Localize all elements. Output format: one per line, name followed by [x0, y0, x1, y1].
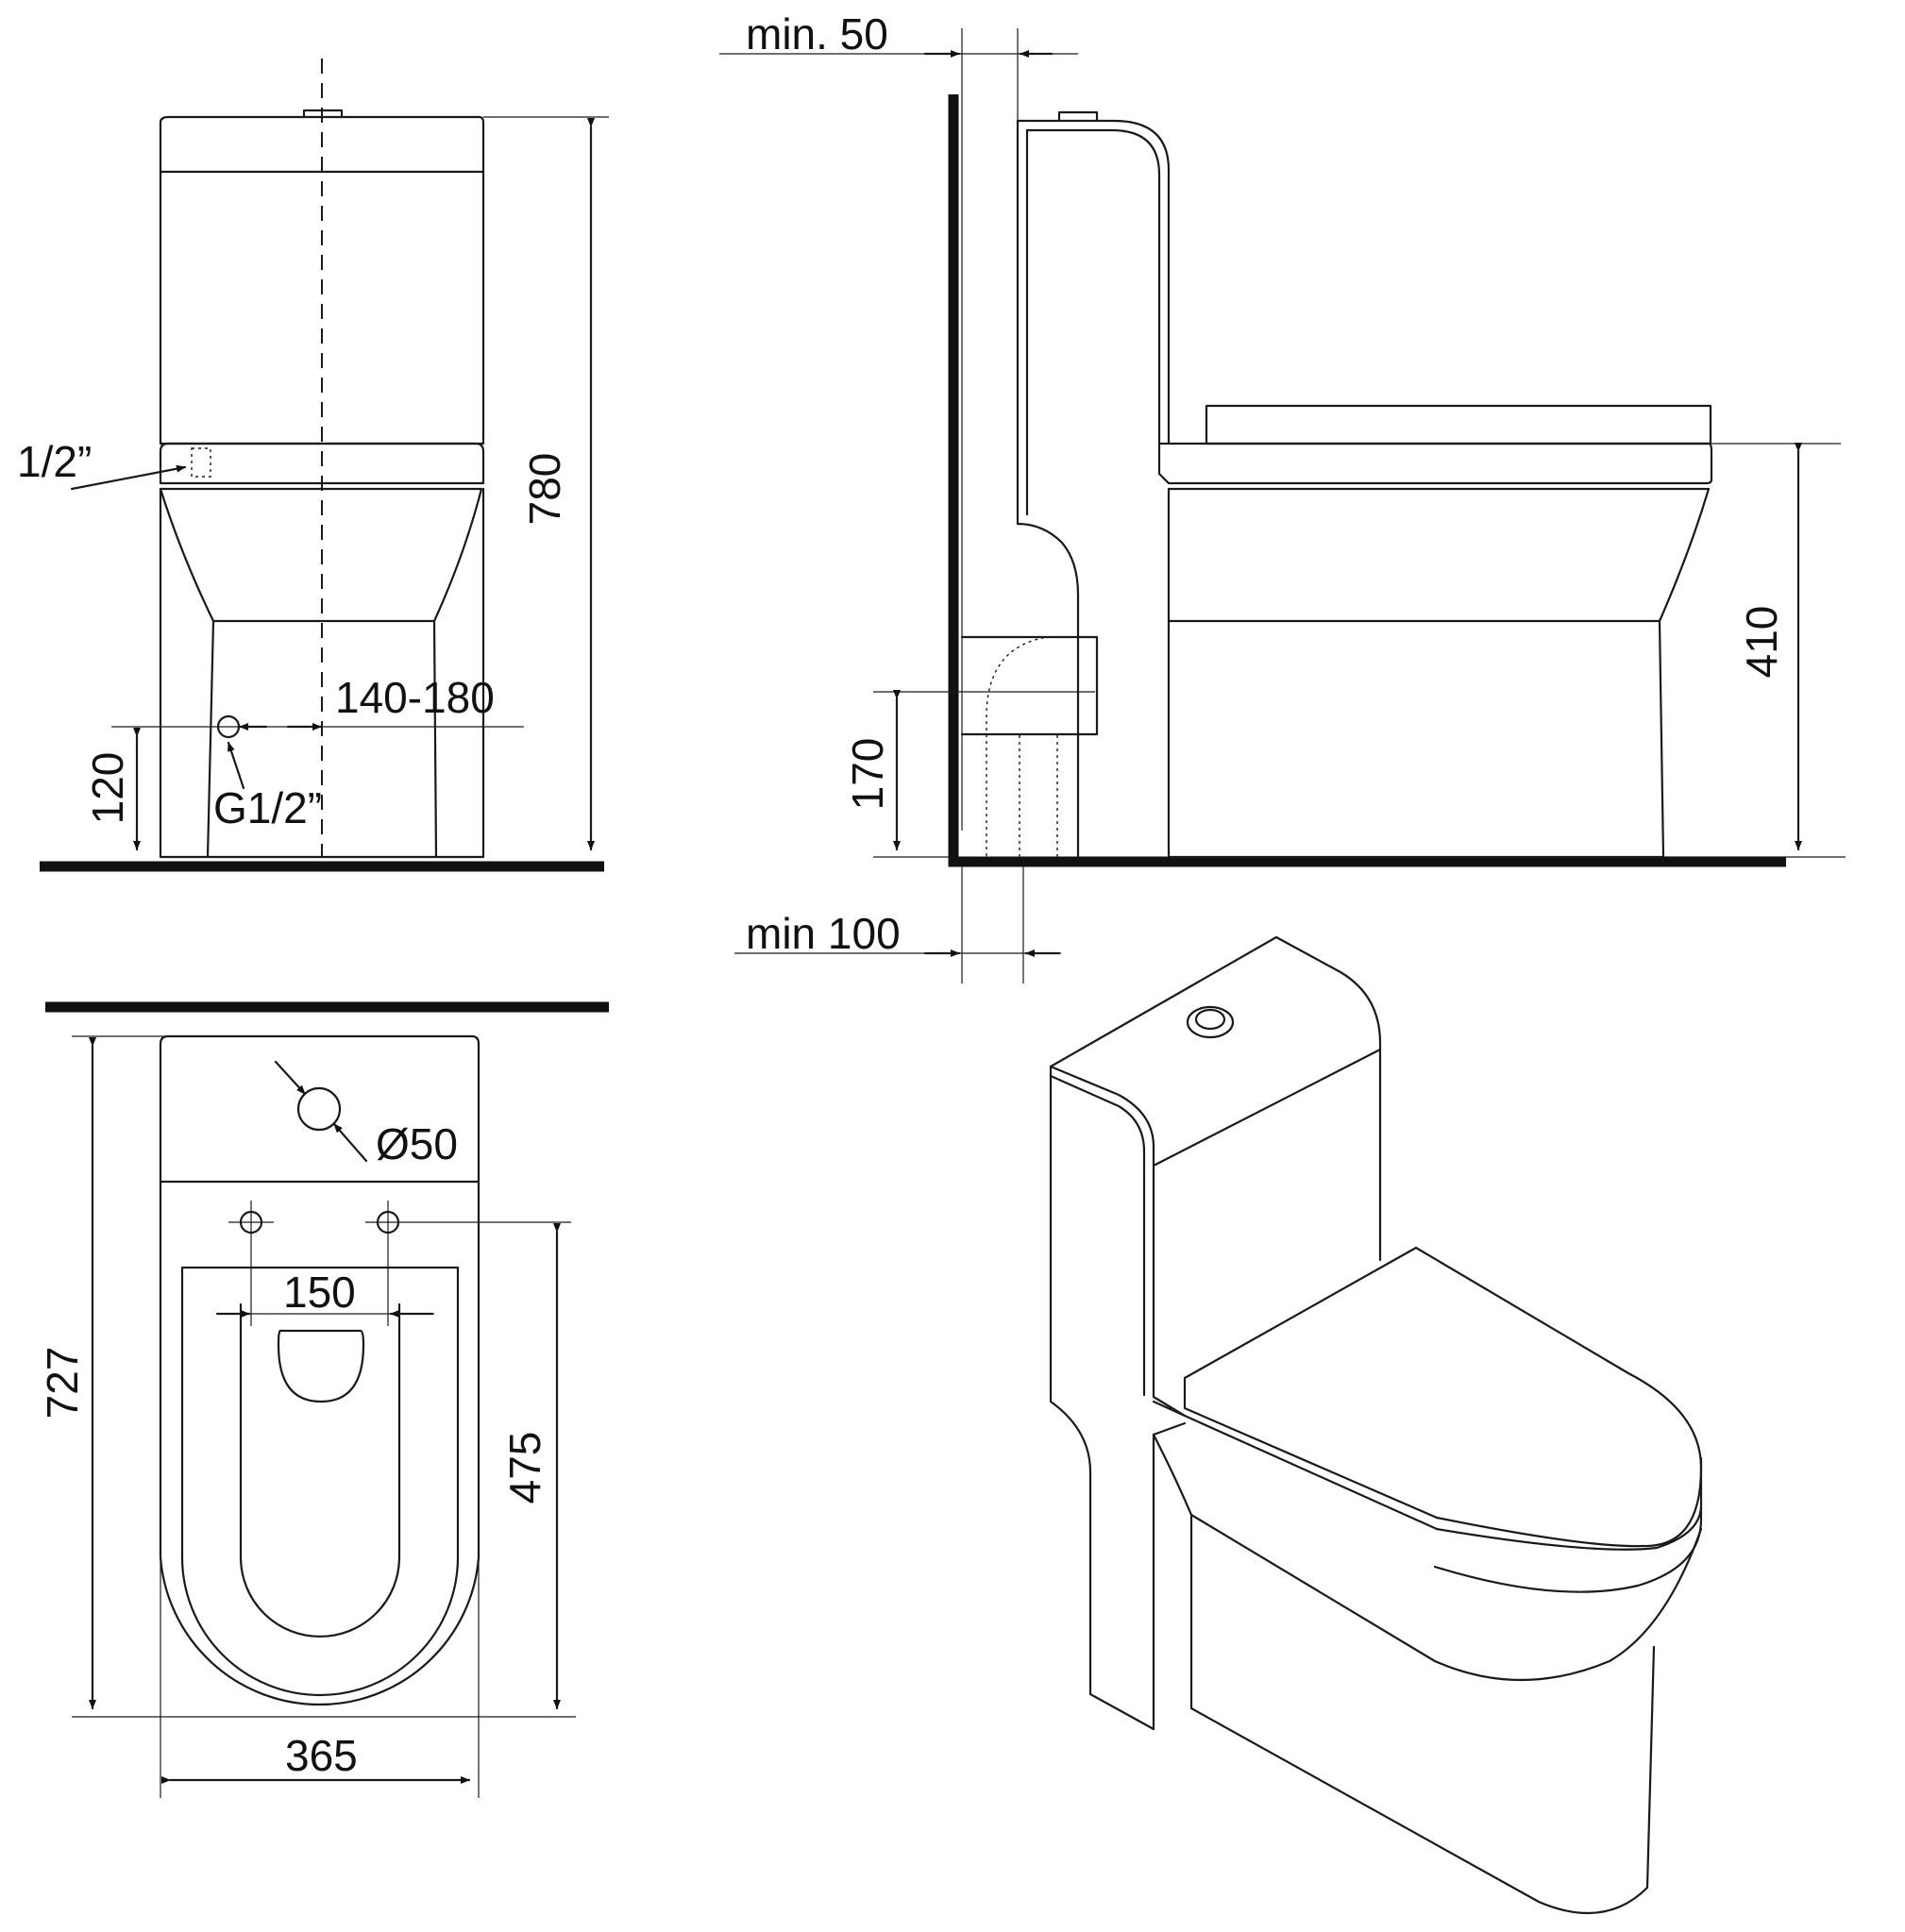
top-view: Ø50 150 727 475 365: [38, 1001, 609, 1798]
iso-cistern-top: [1049, 935, 1382, 1168]
iso-seat-lid: [1183, 1246, 1703, 1548]
side-bowl: [1167, 487, 1711, 623]
front-view: 780 1/2” 140-180 120 G1/2”: [17, 59, 609, 872]
dim-120-label: 120: [83, 752, 132, 825]
side-outlet-pipe: [986, 636, 1097, 857]
top-pipe-arrow-b: [332, 1122, 368, 1163]
top-seat-ring: [180, 1266, 460, 1697]
iso-bowl: [1152, 1433, 1703, 1682]
iso-cistern-top-edge: [1049, 1074, 1146, 1397]
side-pedestal: [1167, 619, 1665, 859]
side-view: min. 50 170 410 min 100: [719, 9, 1846, 983]
side-flush-button: [1057, 110, 1099, 123]
front-inlet-marker: [191, 447, 211, 478]
iso-cistern-front: [1049, 1048, 1382, 1731]
front-seat-band: [159, 442, 485, 485]
dim-bolt-spacing-label: 150: [283, 1268, 356, 1317]
top-pipe-opening: [296, 1086, 342, 1132]
side-seat: [1157, 442, 1713, 485]
top-pipe-arrow-a: [274, 1060, 307, 1096]
dim-365-label: 365: [285, 1731, 358, 1780]
dim-475-label: 475: [500, 1432, 549, 1504]
iso-flush-button: [1186, 1005, 1235, 1039]
dim-inlet-label: 1/2”: [17, 437, 92, 486]
connector-leader: [227, 741, 245, 790]
top-bowl-outline: [159, 1180, 480, 1706]
dim-pipe-diameter-label: Ø50: [376, 1119, 458, 1168]
iso-pedestal: [1189, 1513, 1656, 1915]
top-flush-hole: [277, 1329, 365, 1403]
dim-170-label: 170: [843, 738, 892, 811]
side-outlet: [960, 635, 1099, 736]
dim-outlet-distance-label: min 100: [746, 909, 901, 958]
isometric-view: [1049, 935, 1703, 1915]
side-seat-lid: [1205, 404, 1712, 445]
inlet-leader: [70, 464, 187, 491]
side-cistern: [1016, 119, 1171, 859]
top-seat-opening: [239, 1302, 401, 1638]
dim-410-label: 410: [1737, 606, 1786, 679]
dim-727-label: 727: [38, 1347, 87, 1420]
dim-wall-gap-label: min. 50: [746, 9, 888, 59]
side-cistern-inner: [1025, 128, 1161, 445]
dim-offset-label: 140-180: [335, 673, 495, 722]
dim-780-label: 780: [520, 453, 569, 526]
dim-connector-label: G1/2”: [213, 783, 322, 832]
